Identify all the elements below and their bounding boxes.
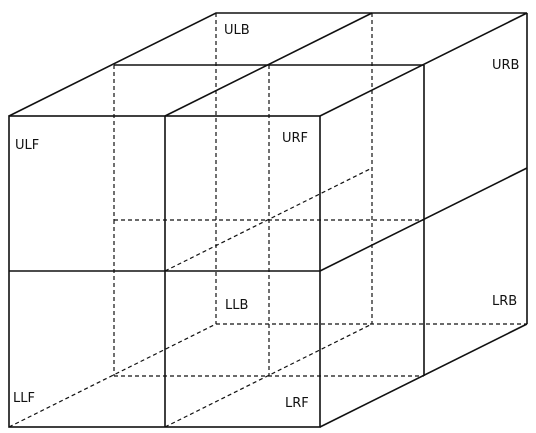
hidden-bottom-left-diagonal	[8, 323, 217, 428]
top-width-divider	[164, 12, 373, 117]
label-llb: LLB	[225, 298, 248, 313]
hidden-bottom-center-diagonal	[164, 323, 373, 428]
label-llf: LLF	[13, 391, 35, 406]
label-urf: URF	[282, 131, 308, 146]
label-lrf: LRF	[285, 396, 309, 411]
visible-edges	[8, 12, 528, 428]
label-urb: URB	[492, 58, 519, 73]
octant-labels: ULB URB ULF URF LLB LRB LLF LRF	[13, 23, 519, 411]
right-horizontal-divider	[319, 167, 528, 272]
label-ulf: ULF	[15, 138, 39, 153]
label-ulb: ULB	[224, 23, 250, 38]
label-lrb: LRB	[492, 294, 517, 309]
hidden-mid-center-diagonal	[164, 167, 373, 272]
hidden-edges	[8, 13, 527, 428]
